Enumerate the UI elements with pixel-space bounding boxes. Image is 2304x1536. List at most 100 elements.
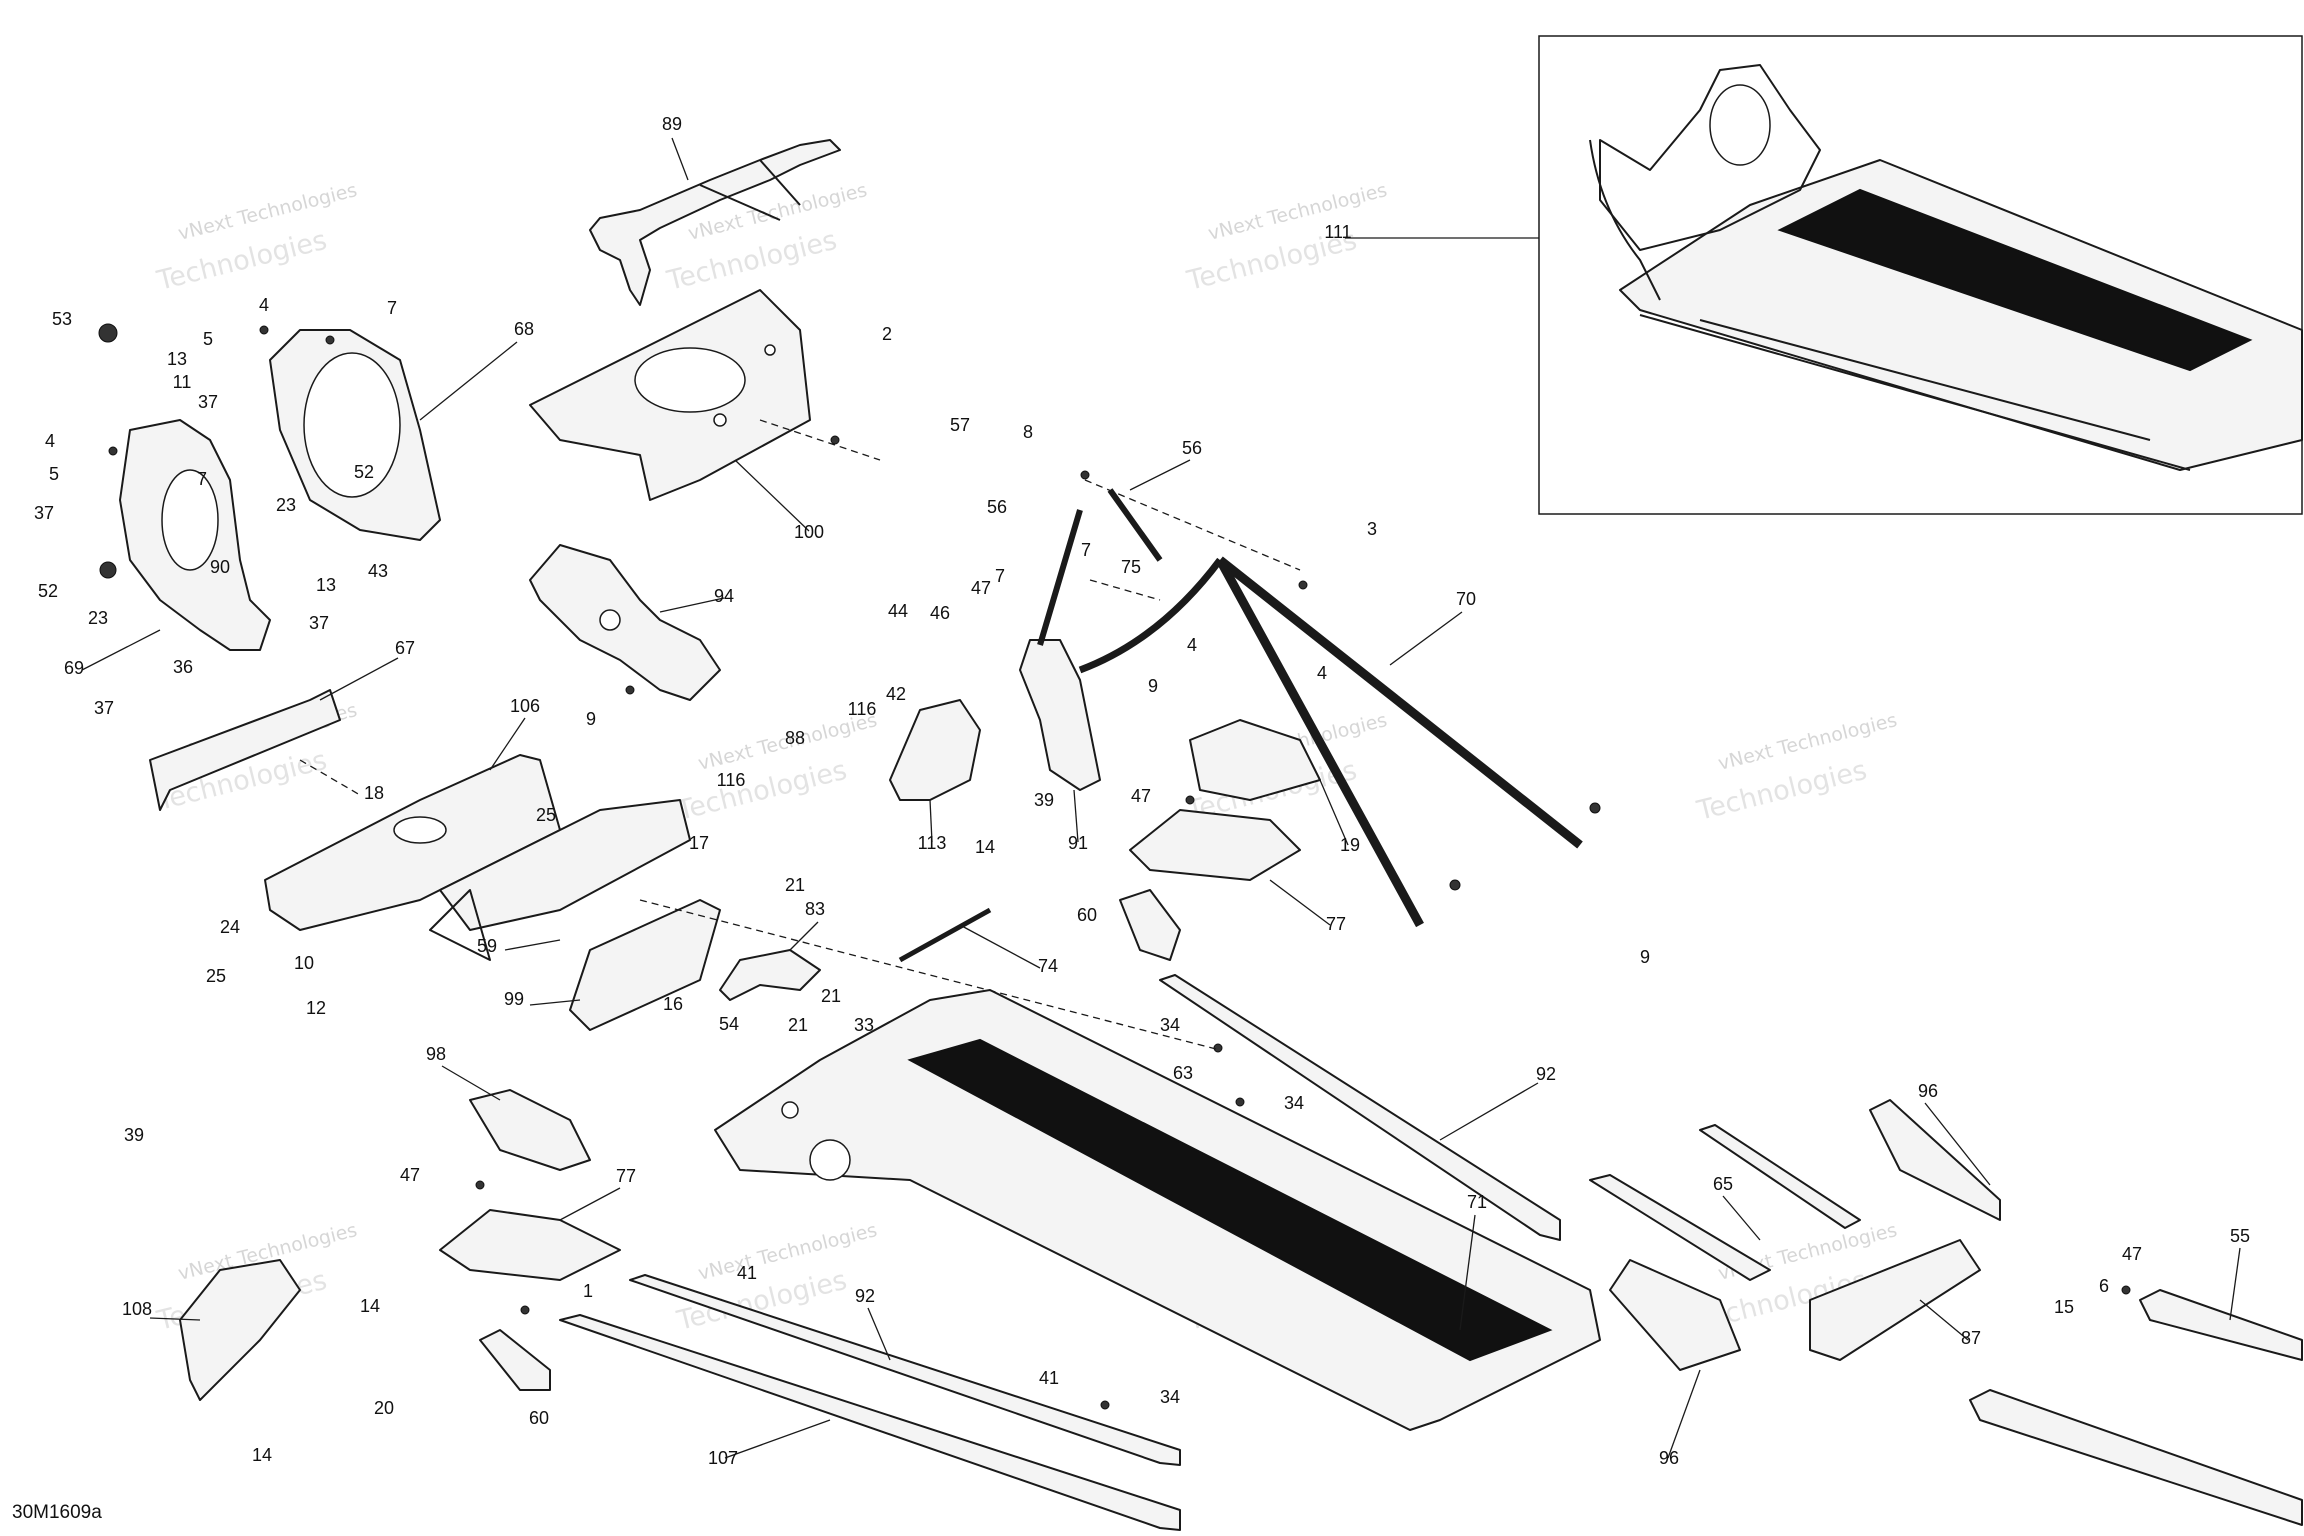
inset-front-arm bbox=[1589, 139, 1661, 301]
part-77-cover bbox=[1129, 809, 1331, 926]
callout-7: 7 bbox=[387, 298, 397, 318]
part-60-bracket bbox=[1119, 889, 1181, 961]
inset-heat-exchanger bbox=[1777, 188, 2253, 372]
inset-frame bbox=[1538, 35, 2303, 515]
bolt-icon bbox=[325, 335, 335, 345]
part-96-footrest-lower bbox=[1609, 1259, 1741, 1459]
callout-71: 71 bbox=[1467, 1192, 1487, 1212]
callout-52: 52 bbox=[354, 462, 374, 482]
callout-43: 43 bbox=[368, 561, 388, 581]
assembly-lines bbox=[299, 419, 1301, 1051]
callout-14: 14 bbox=[360, 1296, 380, 1316]
callout-41: 41 bbox=[1039, 1368, 1059, 1388]
callout-2: 2 bbox=[882, 324, 892, 344]
callout-116: 116 bbox=[848, 699, 877, 719]
bolt-icon bbox=[1449, 879, 1461, 891]
watermark-text: vNext Technologies bbox=[176, 179, 359, 245]
part-94-bracket bbox=[529, 544, 725, 701]
callout-89: 89 bbox=[662, 114, 682, 134]
callout-75: 75 bbox=[1121, 557, 1141, 577]
part-tunnel-chassis bbox=[714, 989, 1601, 1431]
part-59-17-support bbox=[429, 799, 691, 961]
bolt-icon bbox=[1185, 795, 1195, 805]
bolt-icon bbox=[1589, 802, 1601, 814]
callout-106: 106 bbox=[510, 696, 540, 716]
callout-74: 74 bbox=[1038, 956, 1058, 976]
callout-23: 23 bbox=[276, 495, 296, 515]
bolt-icon bbox=[259, 325, 269, 335]
callout-37: 37 bbox=[94, 698, 114, 718]
callout-47: 47 bbox=[400, 1165, 420, 1185]
callout-25: 25 bbox=[206, 966, 226, 986]
callout-3: 3 bbox=[1367, 519, 1377, 539]
part-83-bracket bbox=[719, 921, 821, 1001]
callout-4: 4 bbox=[259, 295, 269, 315]
callout-94: 94 bbox=[714, 586, 734, 606]
part-108-bracket bbox=[149, 1259, 301, 1401]
callout-14: 14 bbox=[252, 1445, 272, 1465]
watermark-text: vNext Technologies bbox=[1716, 709, 1899, 775]
callout-113: 113 bbox=[918, 833, 947, 853]
callout-7: 7 bbox=[995, 566, 1005, 586]
callout-5: 5 bbox=[49, 464, 59, 484]
part-106-lower-plate bbox=[264, 717, 561, 931]
inset-front-frame bbox=[1599, 64, 1821, 251]
callout-107: 107 bbox=[708, 1448, 738, 1468]
callout-100: 100 bbox=[794, 522, 824, 542]
bolt-icon bbox=[1213, 1043, 1223, 1053]
callout-65: 65 bbox=[1713, 1174, 1733, 1194]
callout-67: 67 bbox=[395, 638, 415, 658]
part-19-cover bbox=[1189, 719, 1349, 846]
callout-36: 36 bbox=[173, 657, 193, 677]
part-77-lower-cover bbox=[439, 1187, 621, 1281]
callout-7: 7 bbox=[1081, 540, 1091, 560]
callout-34: 34 bbox=[1284, 1093, 1304, 1113]
callout-39: 39 bbox=[1034, 790, 1054, 810]
part-91-steering-arm bbox=[1019, 639, 1101, 843]
callout-56: 56 bbox=[1182, 438, 1202, 458]
callout-24: 24 bbox=[220, 917, 240, 937]
callout-9: 9 bbox=[1640, 947, 1650, 967]
part-92-running-board-left bbox=[629, 1274, 1181, 1466]
part-60-lower-bracket bbox=[479, 1329, 551, 1391]
bolt-icon bbox=[625, 685, 635, 695]
callout-4: 4 bbox=[1187, 635, 1197, 655]
watermark-text: vNext Technologies bbox=[696, 1219, 879, 1285]
callout-15: 15 bbox=[2054, 1297, 2074, 1317]
callout-98: 98 bbox=[426, 1044, 446, 1064]
callout-23: 23 bbox=[88, 608, 108, 628]
callout-77: 77 bbox=[616, 1166, 636, 1186]
part-75-tube bbox=[1078, 557, 1223, 674]
callout-34: 34 bbox=[1160, 1387, 1180, 1407]
bolt-icon bbox=[1100, 1400, 1110, 1410]
callout-9: 9 bbox=[1148, 676, 1158, 696]
part-87-plate bbox=[1809, 1239, 1981, 1361]
bolt-icon bbox=[475, 1180, 485, 1190]
callout-59: 59 bbox=[477, 936, 497, 956]
part-92-running-board-right bbox=[1159, 974, 1561, 1241]
callout-69: 69 bbox=[64, 658, 84, 678]
part-67-front-plate bbox=[149, 657, 399, 811]
part-89-steering-support bbox=[589, 137, 841, 306]
callout-9: 9 bbox=[586, 709, 596, 729]
bolt-icon bbox=[99, 561, 117, 579]
callout-92: 92 bbox=[855, 1286, 875, 1306]
bolt-icon bbox=[1298, 580, 1308, 590]
bolt-icon bbox=[2121, 1285, 2131, 1295]
callout-4: 4 bbox=[45, 431, 55, 451]
bolt-icon bbox=[98, 323, 118, 343]
callout-13: 13 bbox=[167, 349, 187, 369]
callout-91: 91 bbox=[1068, 833, 1088, 853]
part-68-front-bulkhead bbox=[269, 329, 518, 541]
callout-41: 41 bbox=[737, 1263, 757, 1283]
watermark-text: vNext Technologies bbox=[1206, 179, 1389, 245]
part-98-bracket bbox=[441, 1065, 591, 1171]
callout-96: 96 bbox=[1918, 1081, 1938, 1101]
inset-rail-line bbox=[1699, 319, 2151, 441]
callout-11: 11 bbox=[173, 372, 192, 392]
callout-54: 54 bbox=[719, 1014, 739, 1034]
callout-12: 12 bbox=[306, 998, 326, 1018]
callout-10: 10 bbox=[294, 953, 314, 973]
